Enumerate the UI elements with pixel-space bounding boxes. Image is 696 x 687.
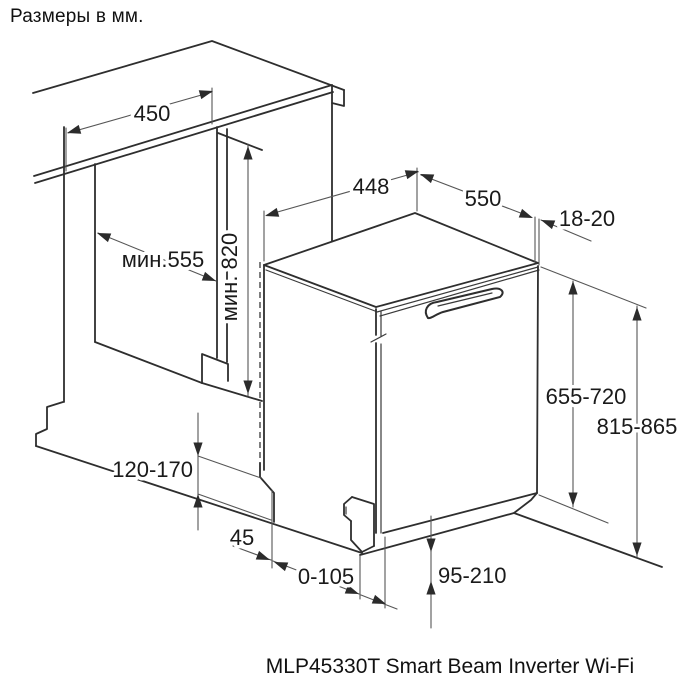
- dimension-arrows: [65, 86, 642, 609]
- dim-label-door-panel-thickness: 18-20: [559, 206, 615, 231]
- dim-label-niche-height: мин. 820: [217, 233, 242, 322]
- dim-label-foot-offset: 45: [230, 525, 254, 550]
- dim-label-plinth-height: 120-170: [112, 457, 193, 482]
- cabinet-counter-drawing: [32, 40, 363, 554]
- break-mark: [370, 333, 387, 343]
- model-caption: MLP45330T Smart Beam Inverter Wi-Fi: [265, 655, 635, 678]
- dim-label-door-bottom-range: 0-105: [298, 564, 354, 589]
- dim-label-overall-height: 815-865: [597, 414, 678, 439]
- dim-label-appliance-width: 448: [353, 174, 390, 199]
- levelling-foot: [343, 496, 375, 553]
- page-title: Размеры в мм.: [10, 6, 144, 27]
- dim-label-niche-width: 450: [134, 101, 171, 126]
- dimension-labels: 450 мин.555 мин. 820 448 550 18-20 655-7…: [109, 98, 681, 593]
- dishwasher-drawing: [263, 212, 663, 568]
- dimension-lines: [65, 87, 647, 629]
- dim-label-appliance-depth: 550: [465, 186, 502, 211]
- dim-label-niche-depth: мин.555: [122, 247, 204, 272]
- door-handle: [424, 287, 504, 320]
- dim-label-plinth-recess: 95-210: [438, 563, 507, 588]
- dim-label-door-panel-height: 655-720: [546, 384, 627, 409]
